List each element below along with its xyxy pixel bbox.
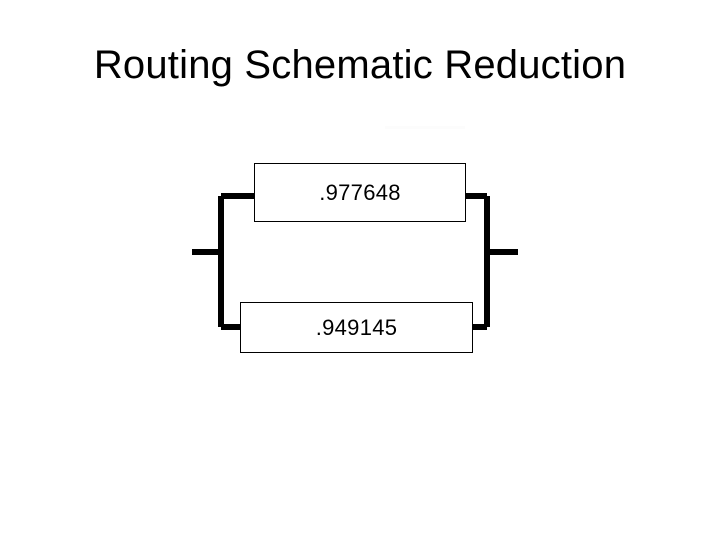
page-title: Routing Schematic Reduction	[93, 43, 627, 87]
reliability-block-bottom[interactable]: .949145	[240, 302, 473, 353]
reliability-block-top[interactable]: .977648	[254, 163, 466, 222]
reliability-block-top-value: .977648	[319, 179, 401, 205]
reliability-block-bottom-value: .949145	[315, 314, 398, 340]
scan-artifact	[385, 126, 465, 129]
